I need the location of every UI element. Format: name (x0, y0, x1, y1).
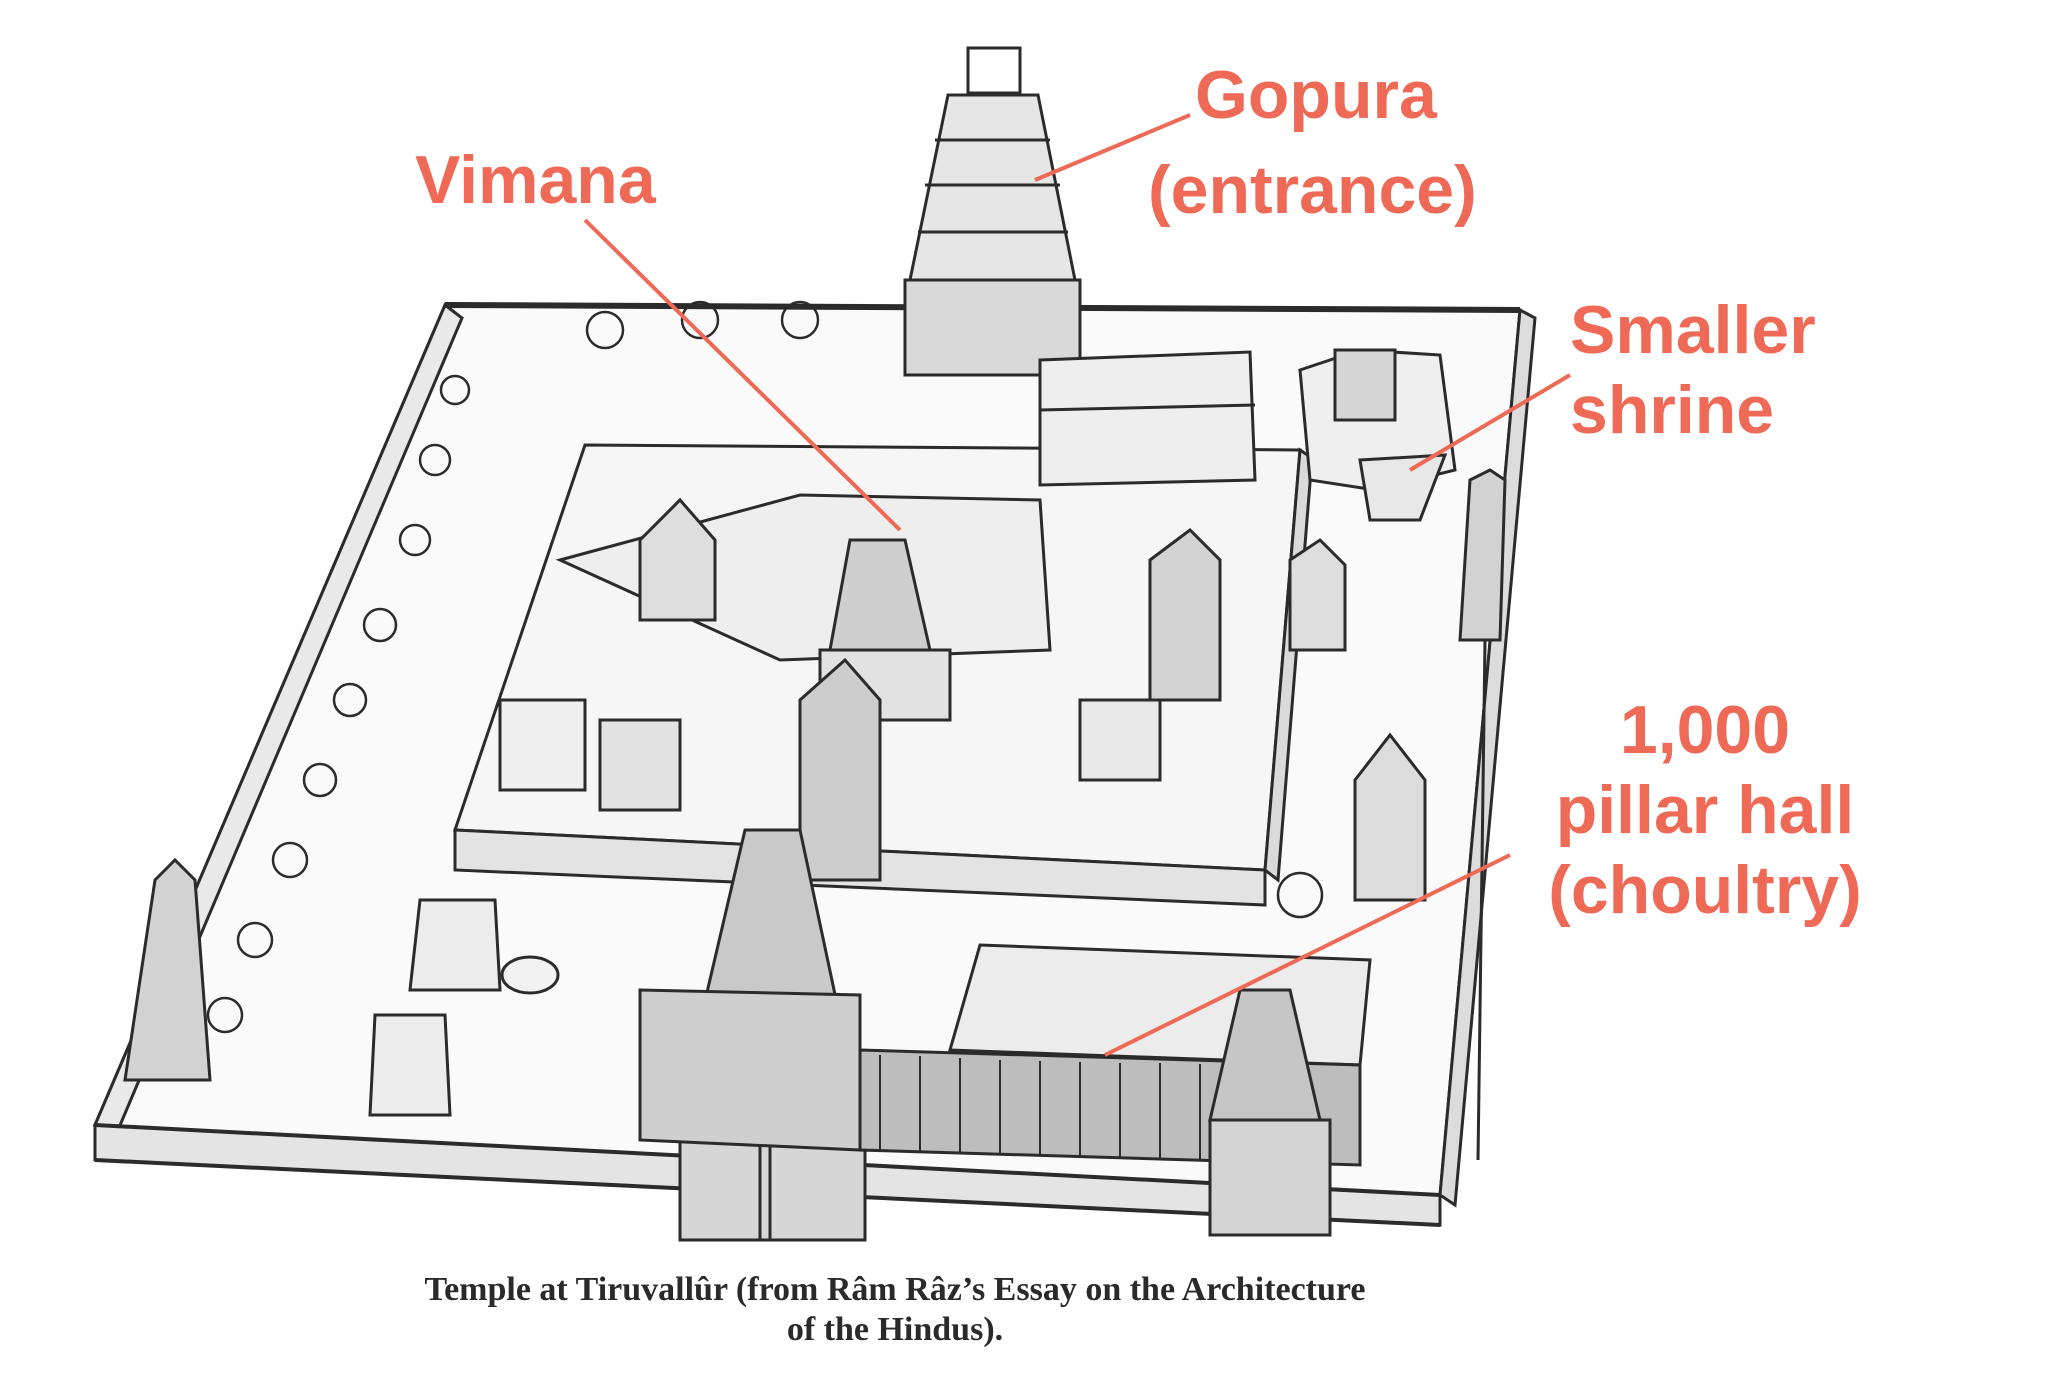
inner-shrines (498, 497, 1347, 882)
vimana-leader (583, 218, 902, 532)
gopura-sublabel: (entrance) (1148, 152, 1477, 228)
wall-trees (206, 300, 1324, 1034)
smaller-shrine-leader (1408, 373, 1572, 472)
figure-caption: Temple at Tiruvallûr (from Râm Râz’s Ess… (320, 1270, 1470, 1350)
upper-hall (1038, 350, 1257, 487)
vimana-label: Vimana (415, 142, 656, 218)
gopura-leader (1034, 113, 1191, 182)
pillar-hall-leader (1104, 853, 1511, 1057)
left-tower (123, 857, 212, 1082)
smaller-shrine-label: Smaller shrine (1570, 292, 1816, 448)
left-pavilions (368, 898, 560, 1117)
annotation-leaders (583, 113, 1572, 1057)
right-tower (1458, 468, 1507, 1161)
right-shrine (1353, 732, 1427, 902)
gopura-label: Gopura (1195, 57, 1437, 133)
gopura-tower (903, 46, 1082, 377)
caption-line-1: Temple at Tiruvallûr (from Râm Râz’s Ess… (424, 1271, 1366, 1308)
right-front-gopura (1208, 988, 1332, 1237)
caption-line-2: of the Hindus). (786, 1311, 1004, 1348)
pillar-hall-label: 1,000 pillar hall (choultry) (1548, 692, 1862, 928)
smaller-shrine-drawing (1298, 348, 1457, 522)
